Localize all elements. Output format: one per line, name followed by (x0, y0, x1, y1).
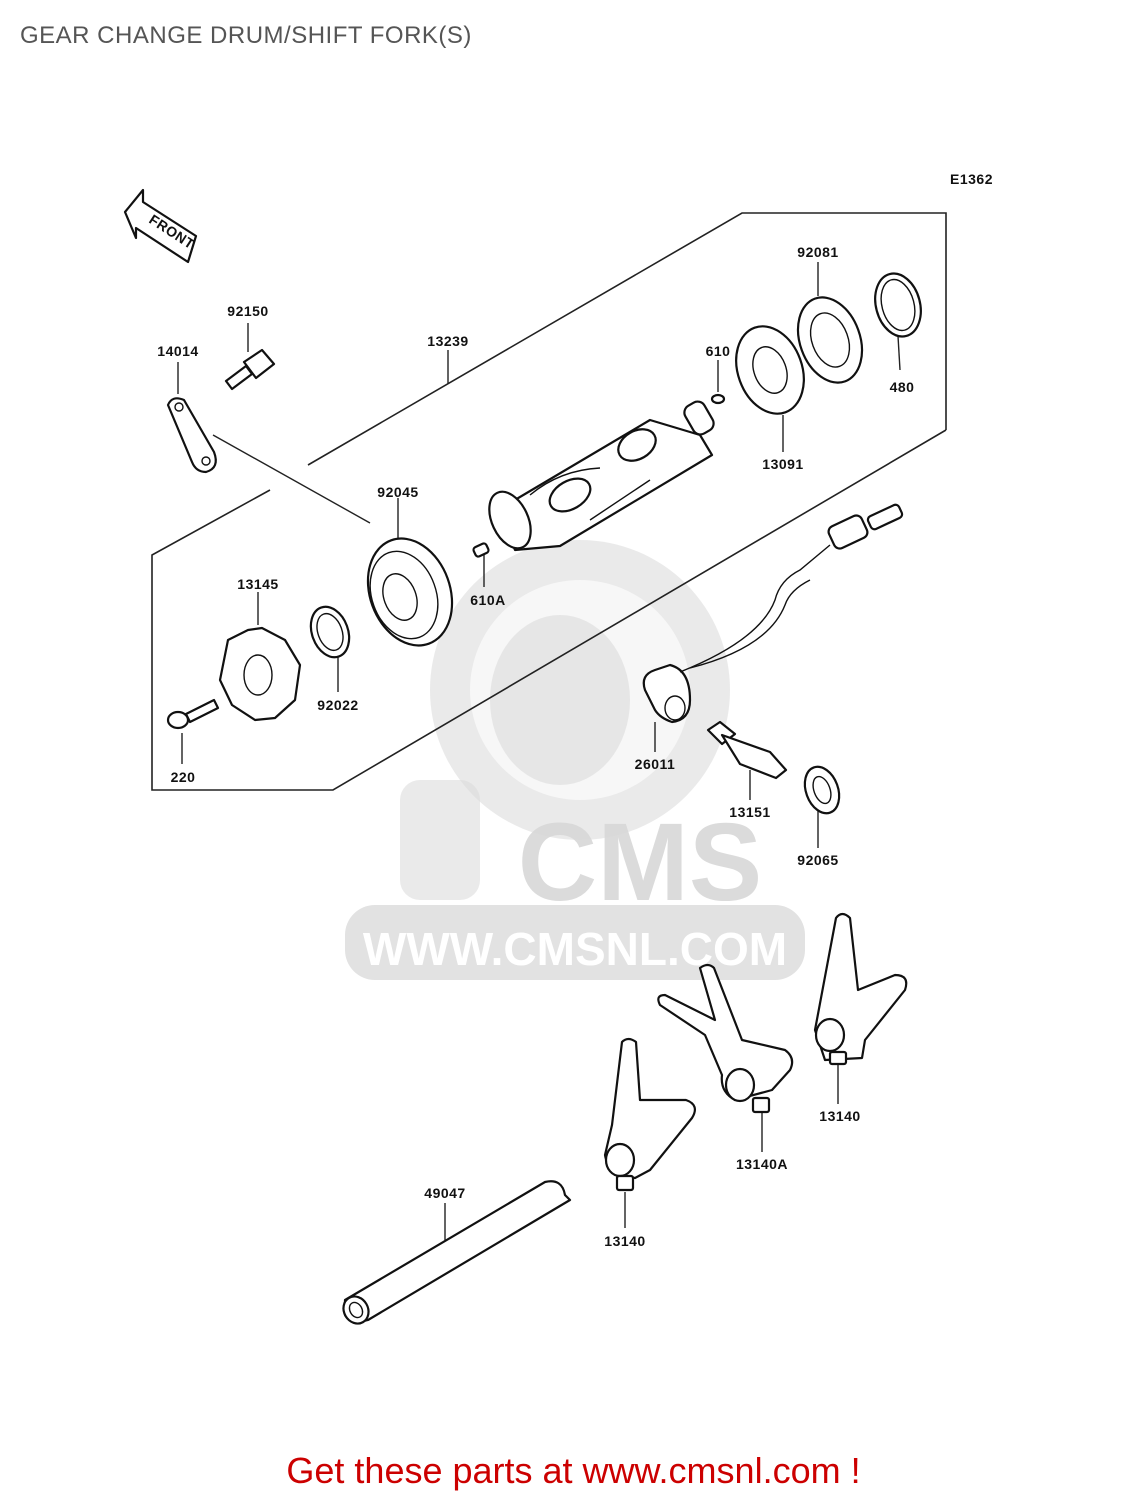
label-14014: 14014 (157, 343, 198, 359)
footer-parts-link[interactable]: Get these parts at www.cmsnl.com ! (286, 1450, 861, 1491)
label-92045: 92045 (377, 484, 418, 500)
pin-610 (710, 393, 726, 405)
watermark-url: WWW.CMSNL.COM (363, 923, 787, 975)
star-13145 (218, 626, 302, 722)
watermark-logo: CMS (518, 801, 762, 924)
circlip-480 (874, 272, 922, 338)
label-13140A: 13140A (736, 1156, 788, 1172)
label-92081: 92081 (797, 244, 838, 260)
label-13140-left: 13140 (604, 1233, 645, 1249)
plate-13091 (735, 325, 805, 415)
pin-610A (472, 542, 490, 558)
watermark: CMS WWW.CMSNL.COM (345, 540, 805, 980)
label-92022: 92022 (317, 697, 358, 713)
label-13140-right: 13140 (819, 1108, 860, 1124)
switch-13151 (706, 720, 788, 780)
shift-drum-13239 (488, 400, 715, 552)
label-92150: 92150 (227, 303, 268, 319)
label-610: 610 (706, 343, 731, 359)
plate-14014 (166, 397, 217, 474)
label-13239: 13239 (427, 333, 468, 349)
label-26011: 26011 (635, 756, 676, 772)
leader-lines (177, 262, 901, 1240)
shaft-49047 (342, 1180, 572, 1325)
part-labels: 92150 14014 13239 92081 610 480 13091 92… (157, 244, 914, 1249)
label-480: 480 (890, 379, 915, 395)
bolt-92150 (224, 348, 276, 391)
sensor-26011 (642, 503, 904, 724)
label-610A: 610A (470, 592, 505, 608)
label-13091: 13091 (762, 456, 803, 472)
diagram-code: E1362 (950, 171, 993, 187)
label-13145: 13145 (237, 576, 278, 592)
ring-92022 (309, 605, 351, 659)
label-92065: 92065 (797, 852, 838, 868)
screw-220 (166, 698, 220, 730)
label-220: 220 (171, 769, 196, 785)
label-49047: 49047 (424, 1185, 465, 1201)
plate-92081 (796, 296, 864, 384)
shift-fork-13140-left (603, 1037, 696, 1192)
page-title: GEAR CHANGE DRUM/SHIFT FORK(S) (20, 22, 472, 49)
parts-diagram: CMS WWW.CMSNL.COM E1362 FRONT (123, 171, 993, 1325)
shift-fork-13140-right (813, 912, 908, 1066)
front-arrow-icon: FRONT (123, 188, 198, 264)
bearing-92045 (366, 537, 454, 647)
assembly-frame (151, 212, 947, 791)
label-13151: 13151 (729, 804, 770, 820)
washer-92065 (803, 765, 841, 815)
shift-fork-13140A (657, 963, 794, 1114)
